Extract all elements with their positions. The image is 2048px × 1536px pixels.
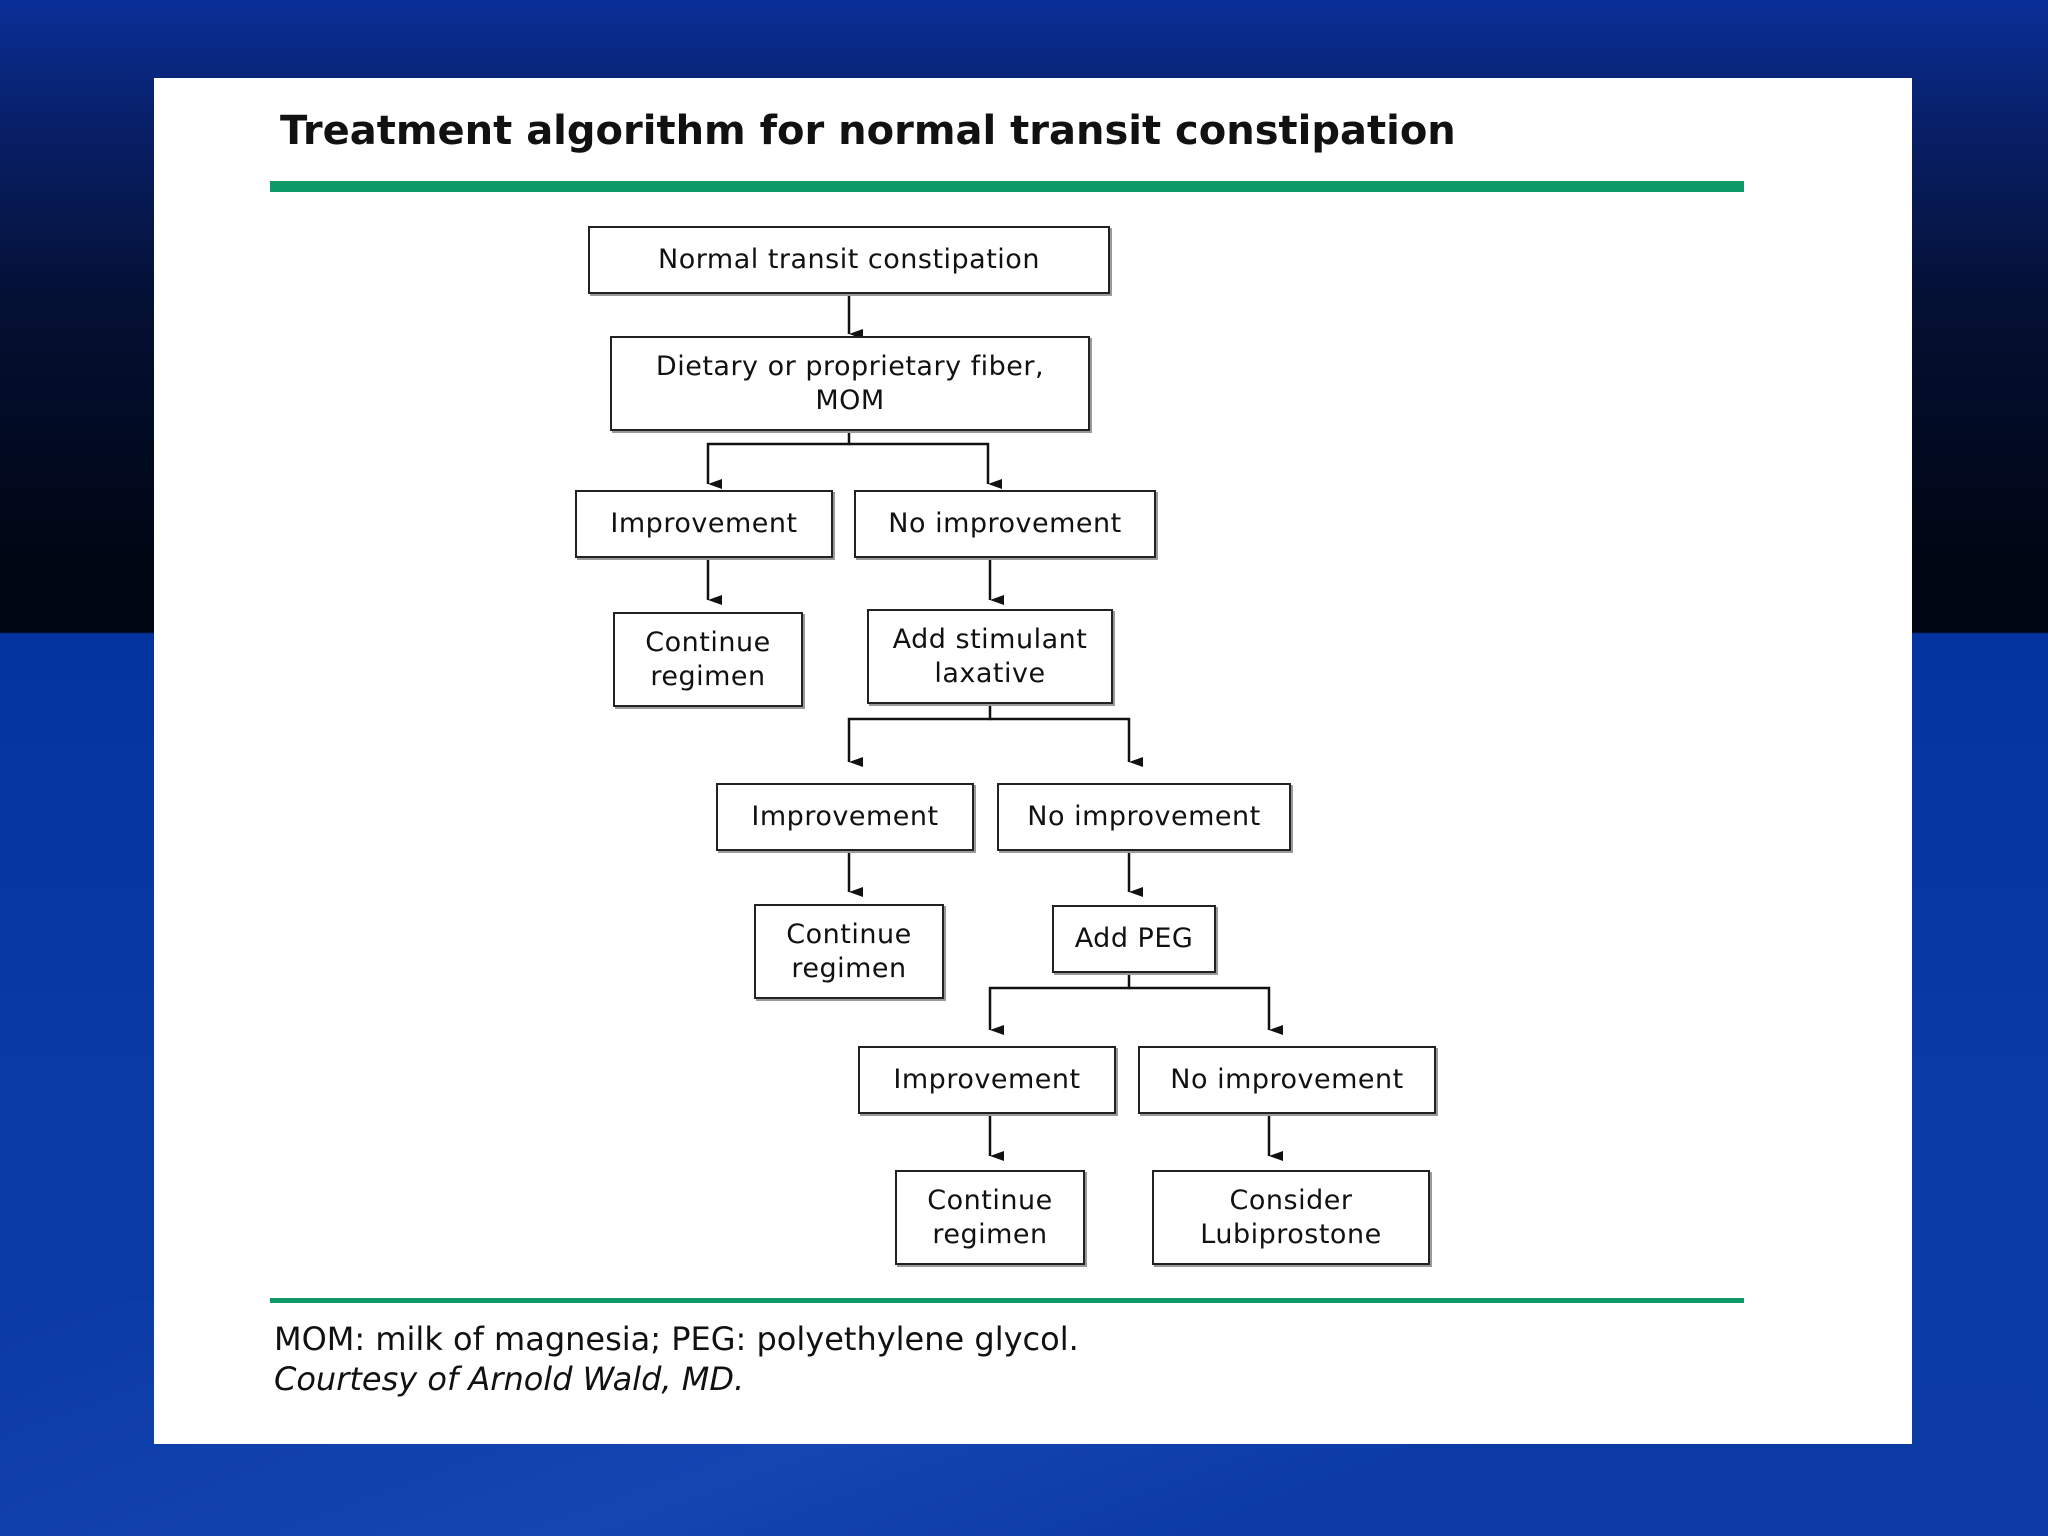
slide-title: Treatment algorithm for normal transit c…: [280, 108, 1456, 154]
box-step3-improvement: Improvement: [858, 1046, 1116, 1114]
abbreviation-footnote: MOM: milk of magnesia; PEG: polyethylene…: [274, 1320, 1079, 1358]
box-label: Improvement: [610, 508, 798, 539]
box-label: Normal transit constipation: [658, 244, 1040, 275]
box-label: No improvement: [1027, 801, 1261, 832]
box-add-stimulant-laxative: Add stimulant laxative: [867, 609, 1113, 704]
box-step1-continue-regimen: Continue regimen: [613, 612, 803, 707]
box-label: Add PEG: [1074, 923, 1194, 954]
box-dietary-fiber-mom: Dietary or proprietary fiber, MOM: [610, 336, 1090, 431]
box-label: Add stimulant laxative: [892, 623, 1088, 689]
box-label: Dietary or proprietary fiber, MOM: [655, 350, 1045, 416]
box-label: Continue regimen: [645, 626, 771, 692]
box-label: Continue regimen: [927, 1184, 1053, 1250]
box-step2-no-improvement: No improvement: [997, 783, 1291, 851]
connector-step3-improvement: [988, 973, 1131, 1035]
box-step3-continue-regimen: Continue regimen: [895, 1170, 1085, 1265]
box-label: Improvement: [751, 801, 939, 832]
box-add-peg: Add PEG: [1052, 905, 1216, 973]
slide-panel: Treatment algorithm for normal transit c…: [154, 78, 1912, 1444]
box-consider-lubiprostone: Consider Lubiprostone: [1152, 1170, 1430, 1265]
connector-step1-no-improvement: [849, 442, 1002, 489]
box-label: No improvement: [888, 508, 1122, 539]
connector-step2-improvement: [847, 704, 992, 767]
box-step1-improvement: Improvement: [575, 490, 833, 558]
box-label: Continue regimen: [786, 918, 912, 984]
box-normal-transit-constipation: Normal transit constipation: [588, 226, 1110, 294]
box-label: Improvement: [893, 1064, 1081, 1095]
footer-rule: [270, 1298, 1744, 1303]
credit-line: Courtesy of Arnold Wald, MD.: [274, 1360, 745, 1398]
connector-step1-improvement: [706, 431, 851, 489]
box-step1-no-improvement: No improvement: [854, 490, 1156, 558]
box-step2-improvement: Improvement: [716, 783, 974, 851]
title-rule: [270, 181, 1744, 192]
box-label: No improvement: [1170, 1064, 1404, 1095]
flowchart-connectors: [706, 292, 1283, 1161]
box-step3-no-improvement: No improvement: [1138, 1046, 1436, 1114]
connector-step3-no-improvement: [1129, 986, 1283, 1035]
connector-step2-no-improvement: [990, 717, 1143, 767]
box-label: Consider Lubiprostone: [1200, 1184, 1382, 1250]
box-step2-continue-regimen: Continue regimen: [754, 904, 944, 999]
